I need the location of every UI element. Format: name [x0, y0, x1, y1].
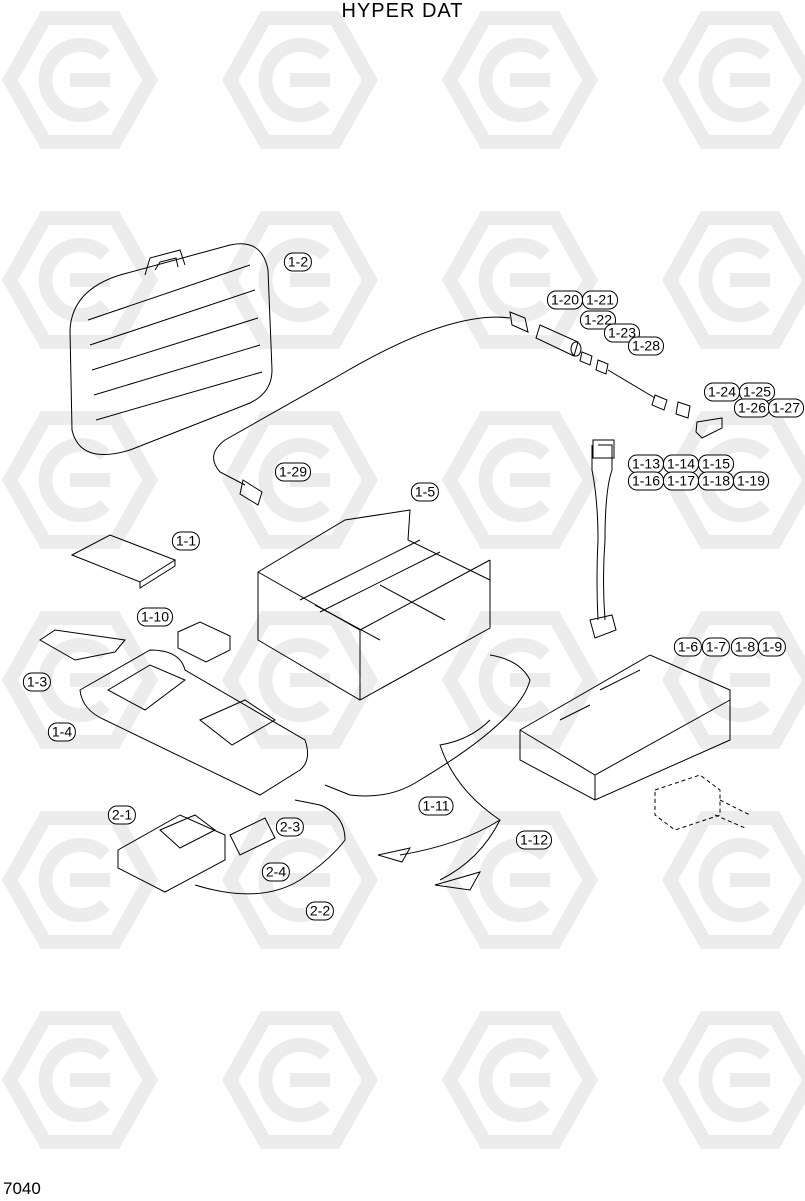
sensor-cable	[213, 316, 511, 486]
part-callout-2-3: 2-3	[275, 817, 305, 837]
part-callout-1-14: 1-14	[662, 454, 700, 474]
watermark-logo-icon	[1, 1011, 159, 1149]
watermark-logo-icon	[661, 211, 805, 349]
cradle	[257, 509, 491, 701]
part-callout-1-24: 1-24	[703, 382, 741, 402]
watermark-logo-icon	[661, 11, 805, 149]
part-callout-1-7: 1-7	[701, 637, 731, 657]
watermark-logo-icon	[1, 811, 159, 949]
part-callout-1-18: 1-18	[697, 471, 735, 491]
part-callout-1-20: 1-20	[546, 290, 584, 310]
part-callout-1-12: 1-12	[515, 830, 553, 850]
diagram-title: HYPER DAT	[341, 0, 464, 22]
part-callout-1-5: 1-5	[410, 482, 440, 502]
part-callout-1-25: 1-25	[738, 382, 776, 402]
watermark-logo-icon	[221, 1011, 379, 1149]
part-callout-1-16: 1-16	[627, 471, 665, 491]
part-callout-1-27: 1-27	[767, 398, 805, 418]
part-callout-1-26: 1-26	[733, 398, 771, 418]
alligator-clips	[377, 847, 482, 891]
watermark-logo-icon	[661, 811, 805, 949]
part-callout-2-2: 2-2	[305, 901, 335, 921]
printer	[117, 799, 346, 895]
watermark-logo-icon	[1, 411, 159, 549]
handheld-unit	[79, 649, 309, 796]
watermark-logo-icon	[1, 211, 159, 349]
watermark-logo-icon	[221, 211, 379, 349]
watermark-logo-icon	[221, 611, 379, 749]
adapter-cable	[324, 654, 531, 797]
watermark-logo-icon	[1, 11, 159, 149]
connector-phantom	[654, 774, 751, 831]
part-callout-1-28: 1-28	[627, 336, 665, 356]
part-callout-1-19: 1-19	[732, 471, 770, 491]
watermark-logo-icon	[441, 11, 599, 149]
watermark-logo-icon	[661, 1011, 805, 1149]
carrying-case	[69, 243, 273, 455]
part-callout-1-9: 1-9	[757, 637, 787, 657]
part-callout-1-29: 1-29	[274, 462, 312, 482]
power-cable	[399, 719, 501, 881]
manual	[70, 534, 177, 589]
watermark-logo-icon	[441, 211, 599, 349]
part-callout-1-4: 1-4	[47, 722, 77, 742]
part-callout-1-2: 1-2	[283, 252, 313, 272]
part-callout-2-1: 2-1	[107, 805, 137, 825]
part-callout-1-21: 1-21	[581, 290, 619, 310]
watermark-logo-icon	[441, 411, 599, 549]
watermark-logo-icon	[221, 11, 379, 149]
part-callout-1-10: 1-10	[136, 607, 174, 627]
bracket	[39, 629, 126, 661]
fittings	[509, 311, 723, 439]
sensor-plug	[239, 479, 263, 506]
watermark-logo-icon	[441, 1011, 599, 1149]
part-callout-1-17: 1-17	[662, 471, 700, 491]
memory-card	[177, 621, 231, 663]
interface-box	[519, 654, 731, 801]
part-callout-1-8: 1-8	[730, 637, 760, 657]
part-callout-1-3: 1-3	[22, 672, 52, 692]
wire-harness	[591, 444, 613, 621]
part-callout-2-4: 2-4	[261, 862, 291, 882]
part-callout-1-11: 1-11	[418, 796, 454, 816]
part-callout-1-1: 1-1	[171, 531, 201, 551]
part-callout-1-6: 1-6	[673, 637, 703, 657]
page-number: 7040	[3, 1179, 41, 1198]
